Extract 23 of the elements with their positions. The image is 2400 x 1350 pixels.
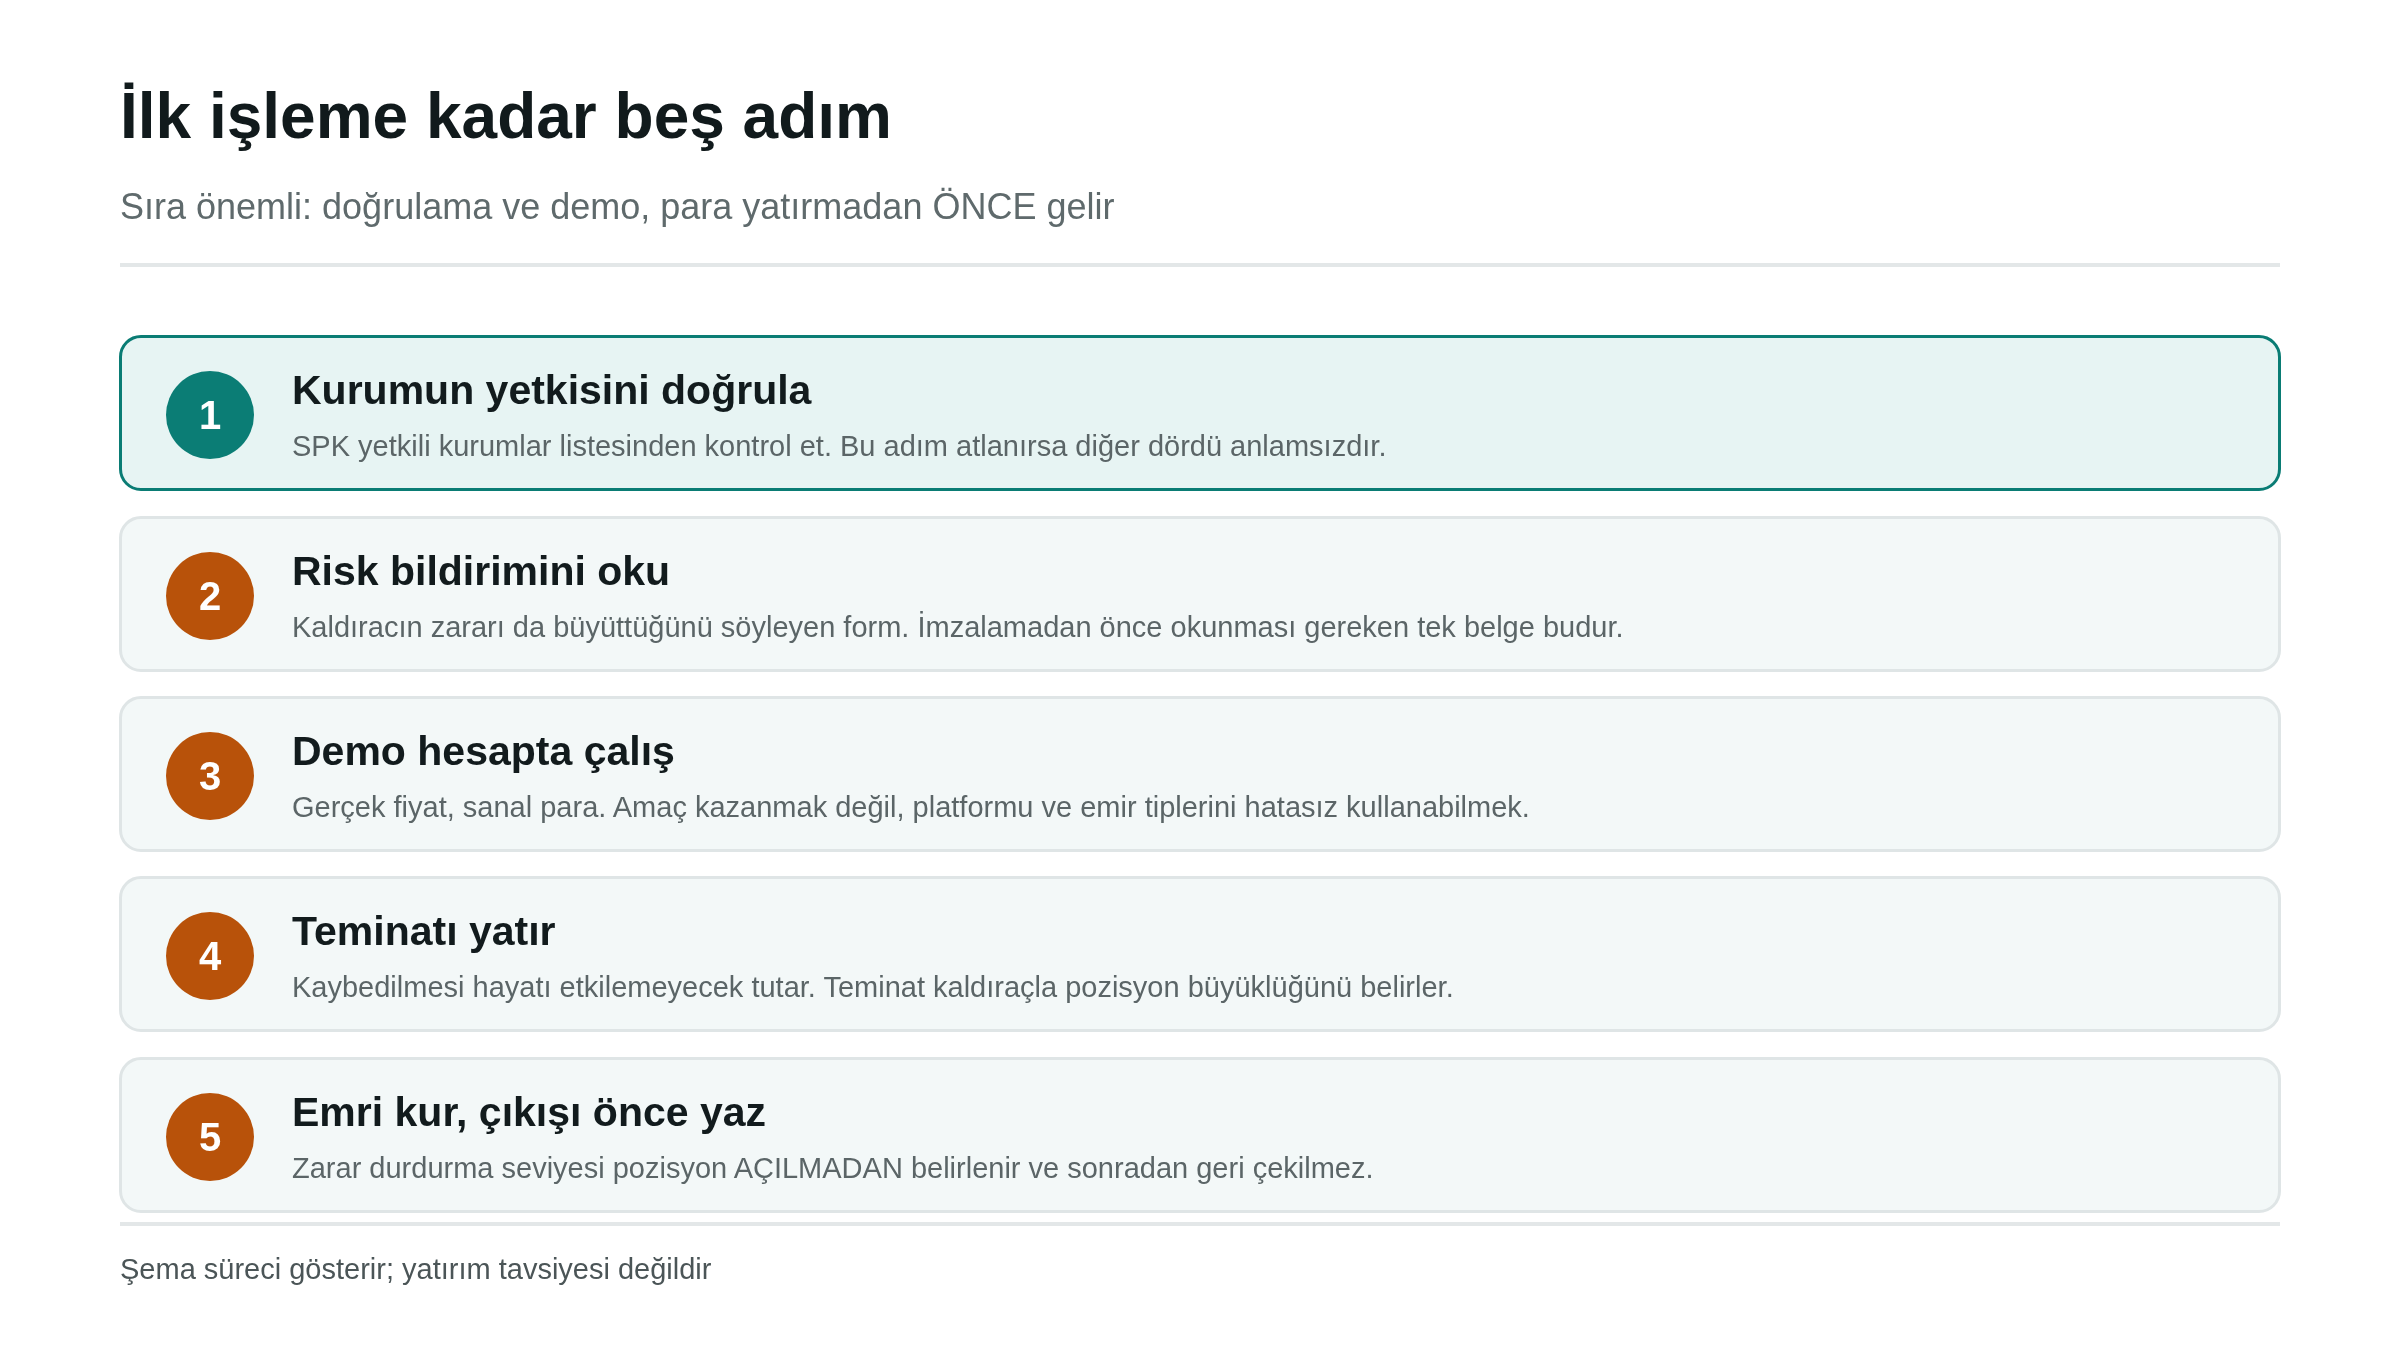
step-number: 3 xyxy=(166,732,254,820)
step-heading: Demo hesapta çalış xyxy=(292,727,675,776)
step-card xyxy=(119,335,2281,491)
step-description: Zarar durdurma seviyesi pozisyon AÇILMADAN belirlenir ve sonradan geri çekilmez. xyxy=(292,1151,1374,1186)
step-heading: Emri kur, çıkışı önce yaz xyxy=(292,1088,767,1137)
step-description: Kaldıracın zararı da büyüttüğünü söyleyen form. İmzalamadan önce okunması gereken tek belge budur. xyxy=(292,610,1624,645)
step-description: Kaybedilmesi hayatı etkilemeyecek tutar. Teminat kaldıraçla pozisyon büyüklüğünü belirler. xyxy=(292,970,1454,1005)
step-number: 1 xyxy=(166,371,254,459)
title: İlk işleme kadar beş adım xyxy=(120,79,892,154)
step-heading: Risk bildirimini oku xyxy=(292,547,671,596)
step-heading: Teminatı yatır xyxy=(292,907,556,956)
subtitle: Sıra önemli: doğrulama ve demo, para yatırmadan ÖNCE gelir xyxy=(120,185,1115,229)
step-number: 2 xyxy=(166,552,254,640)
step-card xyxy=(119,1057,2281,1213)
step-description: SPK yetkili kurumlar listesinden kontrol et. Bu adım atlanırsa diğer dördü anlamsızdır. xyxy=(292,429,1387,464)
step-heading: Kurumun yetkisini doğrula xyxy=(292,366,812,415)
step-number: 4 xyxy=(166,912,254,1000)
step-card xyxy=(119,696,2281,852)
step-card xyxy=(119,876,2281,1032)
footnote: Şema süreci gösterir; yatırım tavsiyesi değildir xyxy=(120,1252,712,1287)
step-card xyxy=(119,516,2281,672)
step-description: Gerçek fiyat, sanal para. Amaç kazanmak değil, platformu ve emir tiplerini hatasız kullanabilmek. xyxy=(292,790,1530,825)
step-number: 5 xyxy=(166,1093,254,1181)
